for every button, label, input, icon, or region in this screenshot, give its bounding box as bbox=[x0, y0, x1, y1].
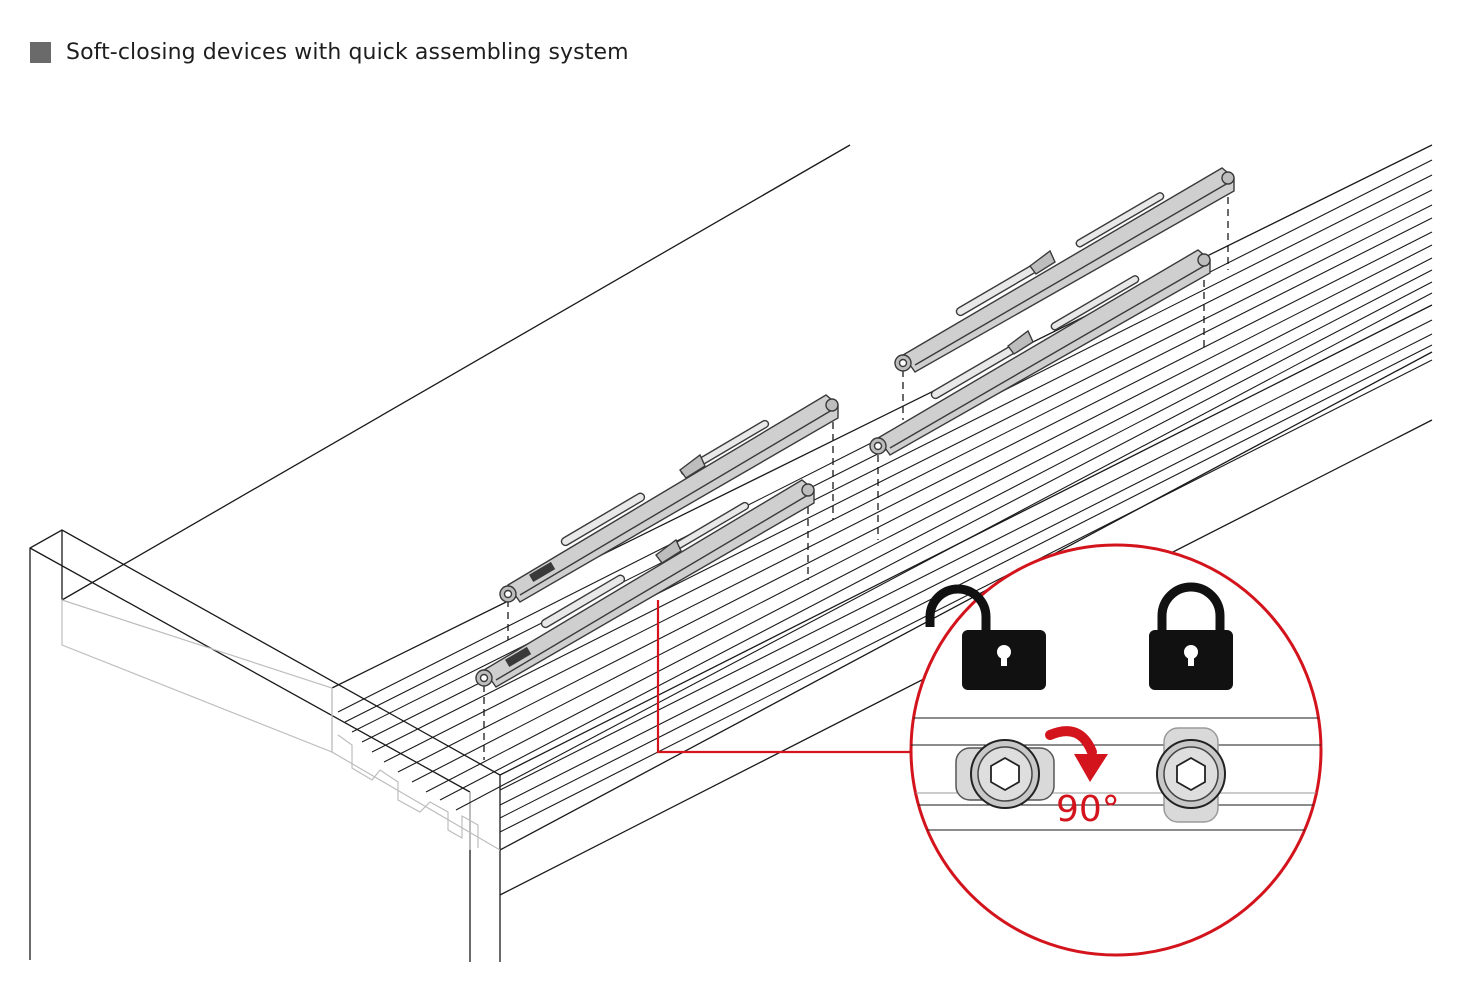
locked-padlock-icon bbox=[1149, 582, 1233, 690]
locked-bolt bbox=[1156, 727, 1226, 823]
rotation-angle-label: 90° bbox=[1056, 789, 1120, 830]
soft-closing-device-4 bbox=[869, 249, 1211, 456]
unlocked-bolt bbox=[955, 739, 1055, 809]
unlocked-padlock-icon bbox=[925, 584, 1046, 690]
page-header: Soft-closing devices with quick assembli… bbox=[30, 34, 629, 70]
bullet-square-icon bbox=[30, 41, 51, 63]
soft-closing-device-2 bbox=[475, 479, 815, 688]
rail-profile bbox=[61, 599, 501, 851]
rotate-clockwise-arrow-icon bbox=[1045, 726, 1108, 782]
soft-closing-device-1 bbox=[499, 394, 839, 603]
detail-magnifier: 90° bbox=[909, 543, 1323, 957]
soft-closing-device-3 bbox=[894, 167, 1235, 373]
detail-leader-line bbox=[656, 600, 912, 754]
page-title: Soft-closing devices with quick assembli… bbox=[66, 39, 629, 65]
alignment-dashes bbox=[483, 185, 1229, 760]
